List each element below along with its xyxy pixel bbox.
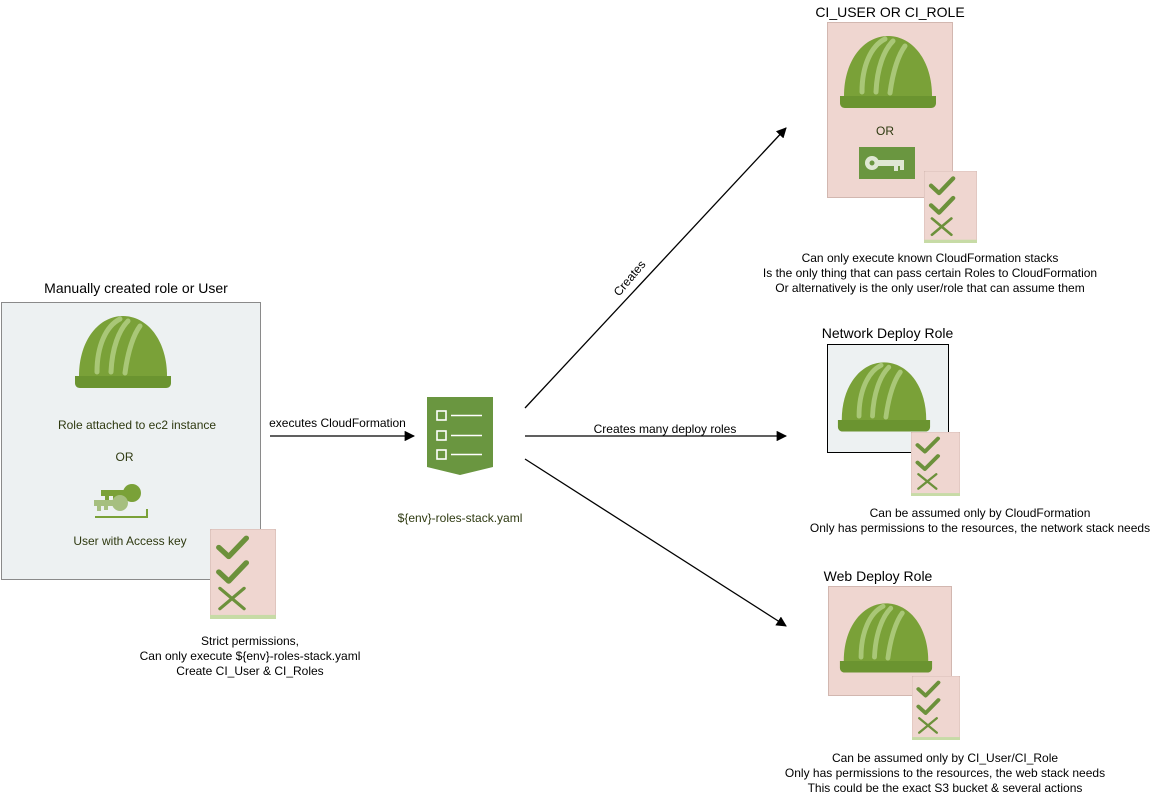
permissions-document-icon: [912, 676, 960, 740]
permissions-line: Strict permissions,: [200, 634, 300, 648]
web-desc-line: Can be assumed only by CI_User/CI_Role: [831, 751, 1059, 765]
web-desc-line: Only has permissions to the resources, t…: [784, 766, 1106, 780]
manual-permissions-text: Strict permissions, Can only execute ${e…: [110, 634, 390, 679]
web-title: Web Deploy Role: [823, 568, 933, 584]
permissions-document-icon: [924, 171, 977, 243]
creates-many-label: Creates many deploy roles: [593, 422, 737, 436]
permissions-line: Create CI_User & CI_Roles: [176, 664, 324, 678]
permissions-document-icon: [911, 432, 960, 496]
network-desc-line: Can be assumed only by CloudFormation: [869, 506, 1091, 520]
ci-desc-line: Can only execute known CloudFormation st…: [801, 251, 1059, 265]
network-title: Network Deploy Role: [821, 325, 954, 341]
web-description: Can be assumed only by CI_User/CI_Role O…: [780, 751, 1110, 796]
ci-desc-line: Is the only thing that can pass certain …: [762, 266, 1098, 280]
manual-role-label: Role attached to ec2 instance: [57, 418, 217, 432]
permissions-line: Can only execute ${env}-roles-stack.yaml: [139, 649, 361, 663]
executes-label: executes CloudFormation: [269, 416, 406, 430]
manual-or-label: OR: [115, 450, 134, 464]
ci-title: CI_USER OR CI_ROLE: [815, 4, 965, 20]
access-key-icon: [94, 484, 148, 518]
manual-title: Manually created role or User: [44, 280, 228, 296]
arrow-creates-web: [524, 458, 787, 627]
ci-desc-line: Or alternatively is the only user/role t…: [775, 281, 1085, 295]
template-filename-label: ${env}-roles-stack.yaml: [397, 511, 523, 525]
web-desc-line: This could be the exact S3 bucket & seve…: [807, 781, 1083, 795]
cloudformation-template-icon: [427, 397, 493, 475]
ci-or-label: OR: [876, 124, 894, 138]
access-key-icon: [859, 147, 915, 179]
arrow-creates-ci: [524, 127, 787, 409]
network-desc-line: Only has permissions to the resources, t…: [809, 521, 1151, 535]
helmet-icon: [838, 30, 938, 112]
helmet-icon: [838, 597, 934, 677]
ci-description: Can only execute known CloudFormation st…: [730, 251, 1130, 296]
helmet-icon: [836, 356, 932, 436]
manual-user-label: User with Access key: [73, 534, 187, 548]
network-description: Can be assumed only by CloudFormation On…: [800, 506, 1160, 536]
